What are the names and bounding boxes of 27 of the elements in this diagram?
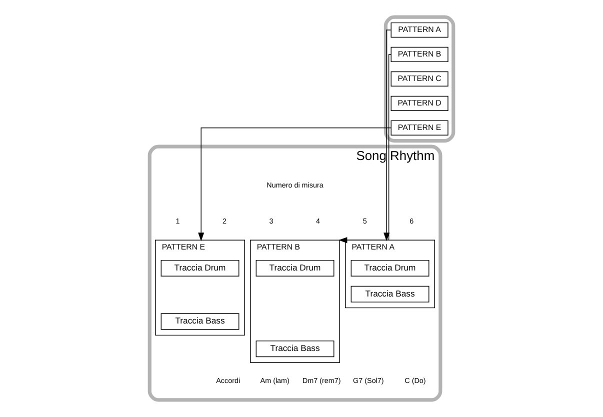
arrow (198, 128, 392, 242)
label: Numero di misura (266, 180, 324, 190)
node-box: PATTERN E (390, 120, 448, 136)
label: 2 (222, 216, 226, 226)
node-box: Traccia Drum (256, 260, 334, 277)
label: 6 (410, 216, 414, 226)
label: 1 (176, 216, 180, 226)
label: Accordi (216, 376, 240, 386)
cluster (384, 15, 456, 143)
node-box: PATTERN B (390, 46, 448, 62)
label: 3 (269, 216, 274, 226)
label: 5 (362, 216, 367, 226)
node-box: Traccia Bass (160, 313, 240, 330)
label: G7 (Sol7) (353, 376, 384, 386)
node-box: Traccia Bass (350, 286, 430, 302)
label: C (Do) (404, 376, 426, 386)
node-box: Traccia Drum (350, 260, 430, 277)
node-box: Traccia Bass (256, 340, 334, 358)
node-box: PATTERN A (390, 22, 448, 38)
label: 4 (316, 216, 320, 226)
arrow (338, 54, 392, 244)
node-box: PATTERN C (390, 71, 448, 86)
label: Am (lam) (260, 376, 290, 386)
node-box: Traccia Drum (160, 260, 240, 277)
arrow (384, 30, 392, 242)
node-box: PATTERN D (390, 96, 448, 111)
label: Dm7 (rem7) (302, 376, 341, 386)
